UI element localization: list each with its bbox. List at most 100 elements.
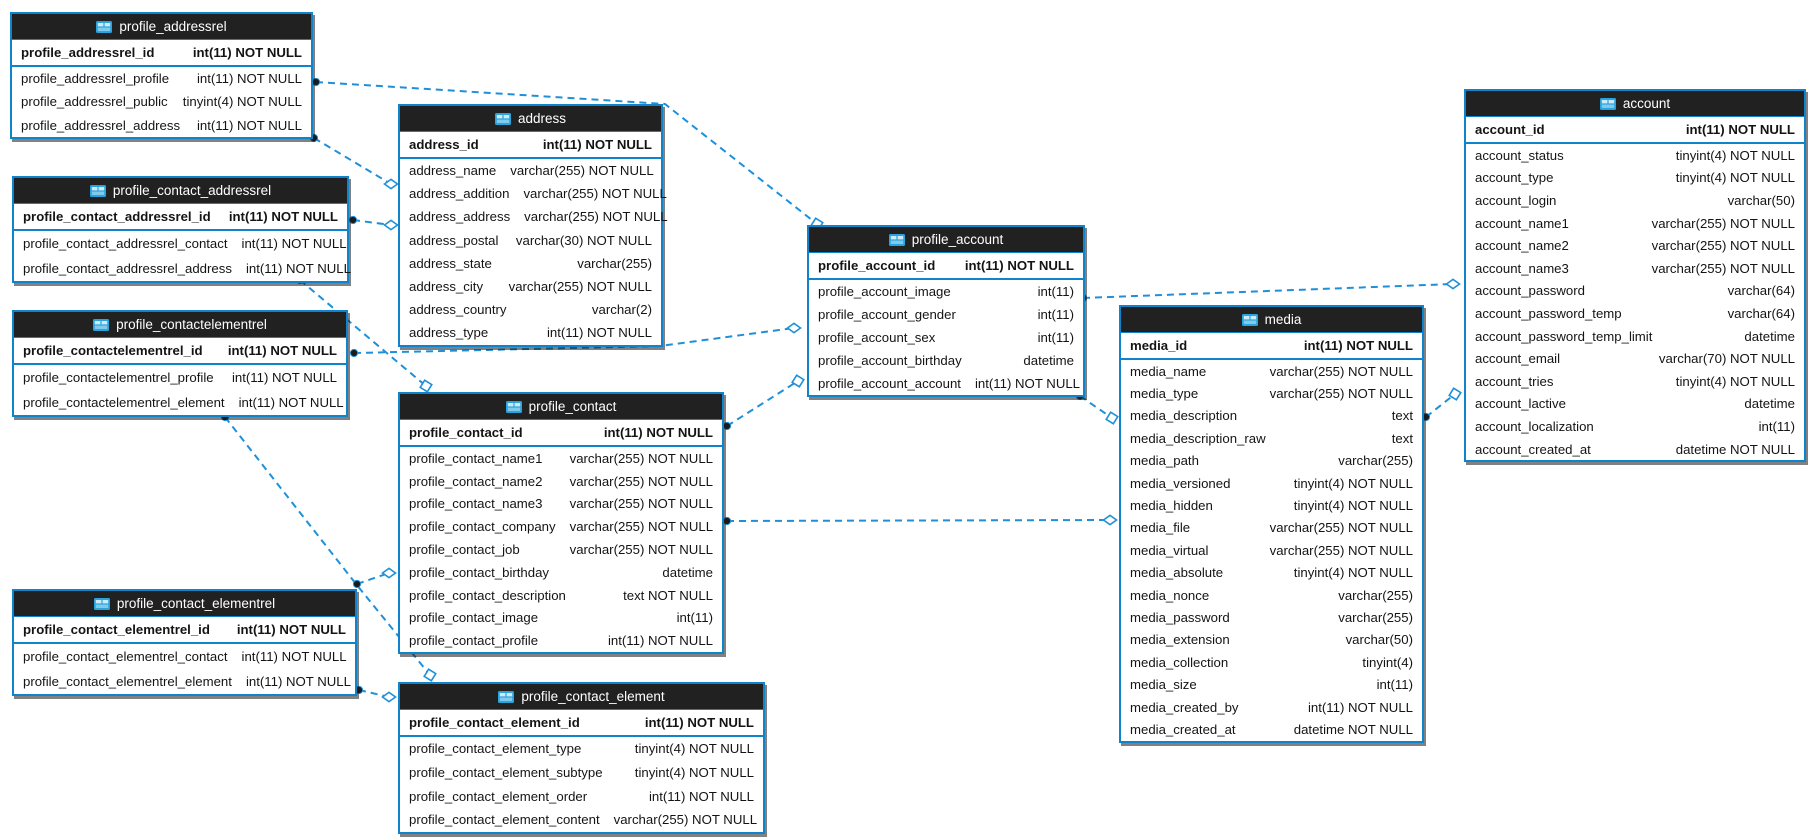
- relationship-line[interactable]: [726, 380, 799, 427]
- relationship-line[interactable]: [299, 279, 427, 387]
- relationship-connector-profile_addressrel-address[interactable]: [309, 133, 399, 190]
- relationship-connector-profile_contact_elementrel-profile_contact[interactable]: [352, 567, 397, 589]
- table-header-profile_contact_element[interactable]: profile_contact_element: [400, 684, 763, 710]
- relationship-line[interactable]: [1082, 283, 1454, 299]
- table-profile_contact_elementrel[interactable]: profile_contact_elementrel profile_contac…: [12, 589, 357, 696]
- relationship-connector-profile_contact-profile_account[interactable]: [722, 374, 805, 431]
- relationship-line[interactable]: [352, 219, 392, 226]
- relationship-connector-profile_account-media[interactable]: [1075, 391, 1119, 425]
- table-header-profile_account[interactable]: profile_account: [809, 227, 1083, 253]
- table-header-address[interactable]: address: [400, 106, 661, 132]
- relationship-line[interactable]: [726, 519, 1111, 522]
- table-header-profile_contact_elementrel[interactable]: profile_contact_elementrel: [14, 591, 355, 617]
- table-header-profile_addressrel[interactable]: profile_addressrel: [12, 14, 311, 40]
- table-header-profile_contact_addressrel[interactable]: profile_contact_addressrel: [14, 178, 347, 204]
- table-header-account[interactable]: account: [1466, 91, 1804, 117]
- table-header-profile_contact[interactable]: profile_contact: [400, 394, 722, 420]
- relationship-connector-profile_contact-media[interactable]: [722, 514, 1118, 526]
- relationship-connector-profile_contact_elementrel-profile_contact_element[interactable]: [354, 685, 397, 703]
- relationship-connector-profile_account-account[interactable]: [1078, 278, 1461, 303]
- relationship-connector-profile_contact_addressrel-address[interactable]: [348, 215, 399, 231]
- table-header-media[interactable]: media: [1121, 307, 1422, 333]
- relationship-line[interactable]: [1079, 395, 1113, 419]
- relationship-connector-media-account[interactable]: [1421, 387, 1462, 422]
- relationship-line[interactable]: [356, 572, 390, 585]
- relationship-line[interactable]: [315, 81, 818, 225]
- relationship-line[interactable]: [1425, 393, 1456, 418]
